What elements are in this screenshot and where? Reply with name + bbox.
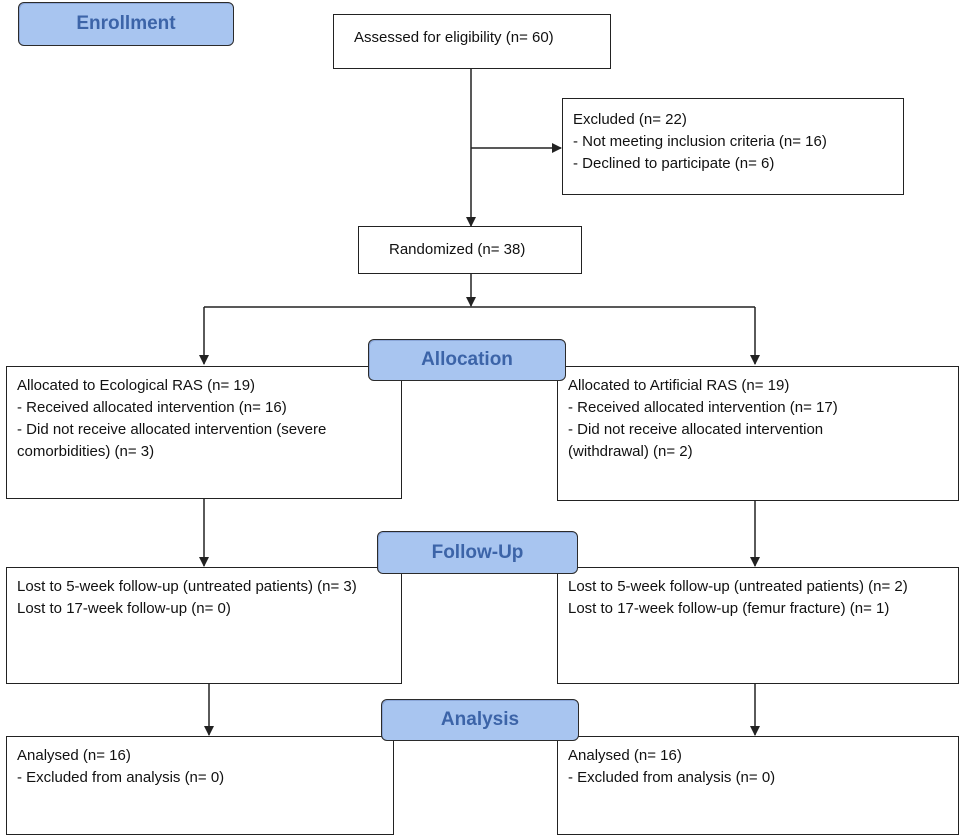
left-allocation-not-received: - Did not receive allocated intervention…	[17, 421, 327, 460]
left-followup-line2: Lost to 17-week follow-up (n= 0)	[17, 600, 231, 617]
right-followup-line2: Lost to 17-week follow-up (femur fractur…	[568, 600, 890, 617]
randomized-text: Randomized (n= 38)	[389, 241, 526, 258]
excluded-title: Excluded (n= 22)	[573, 111, 687, 128]
right-allocation-received: - Received allocated intervention (n= 17…	[568, 399, 838, 416]
right-analysis-title: Analysed (n= 16)	[568, 747, 682, 764]
left-analysis-excluded: - Excluded from analysis (n= 0)	[17, 769, 225, 786]
right-allocation-box: Allocated to Artificial RAS (n= 19) - Re…	[557, 366, 959, 501]
randomized-box: Randomized (n= 38)	[358, 226, 582, 274]
excluded-item: - Not meeting inclusion criteria (n= 16)	[573, 133, 827, 150]
right-allocation-not-received: - Did not receive allocated intervention…	[568, 421, 824, 460]
assessed-text: Assessed for eligibility (n= 60)	[354, 29, 554, 46]
right-followup-line1: Lost to 5-week follow-up (untreated pati…	[568, 578, 908, 595]
left-allocation-box: Allocated to Ecological RAS (n= 19) - Re…	[6, 366, 402, 499]
stage-label-enrollment: Enrollment	[18, 2, 234, 46]
assessed-box: Assessed for eligibility (n= 60)	[333, 14, 611, 69]
left-followup-box: Lost to 5-week follow-up (untreated pati…	[6, 567, 402, 684]
stage-label-analysis: Analysis	[381, 699, 579, 741]
left-allocation-received: - Received allocated intervention (n= 16…	[17, 399, 287, 416]
left-allocation-title: Allocated to Ecological RAS (n= 19)	[17, 377, 256, 394]
left-followup-line1: Lost to 5-week follow-up (untreated pati…	[17, 578, 357, 595]
right-analysis-excluded: - Excluded from analysis (n= 0)	[568, 769, 776, 786]
right-followup-box: Lost to 5-week follow-up (untreated pati…	[557, 567, 959, 684]
left-analysis-title: Analysed (n= 16)	[17, 747, 131, 764]
right-allocation-title: Allocated to Artificial RAS (n= 19)	[568, 377, 790, 394]
stage-label-follow-up: Follow-Up	[377, 531, 578, 574]
left-analysis-box: Analysed (n= 16) - Excluded from analysi…	[6, 736, 394, 835]
stage-label-allocation: Allocation	[368, 339, 566, 381]
excluded-box: Excluded (n= 22) - Not meeting inclusion…	[562, 98, 904, 195]
excluded-item: - Declined to participate (n= 6)	[573, 155, 775, 172]
right-analysis-box: Analysed (n= 16) - Excluded from analysi…	[557, 736, 959, 835]
